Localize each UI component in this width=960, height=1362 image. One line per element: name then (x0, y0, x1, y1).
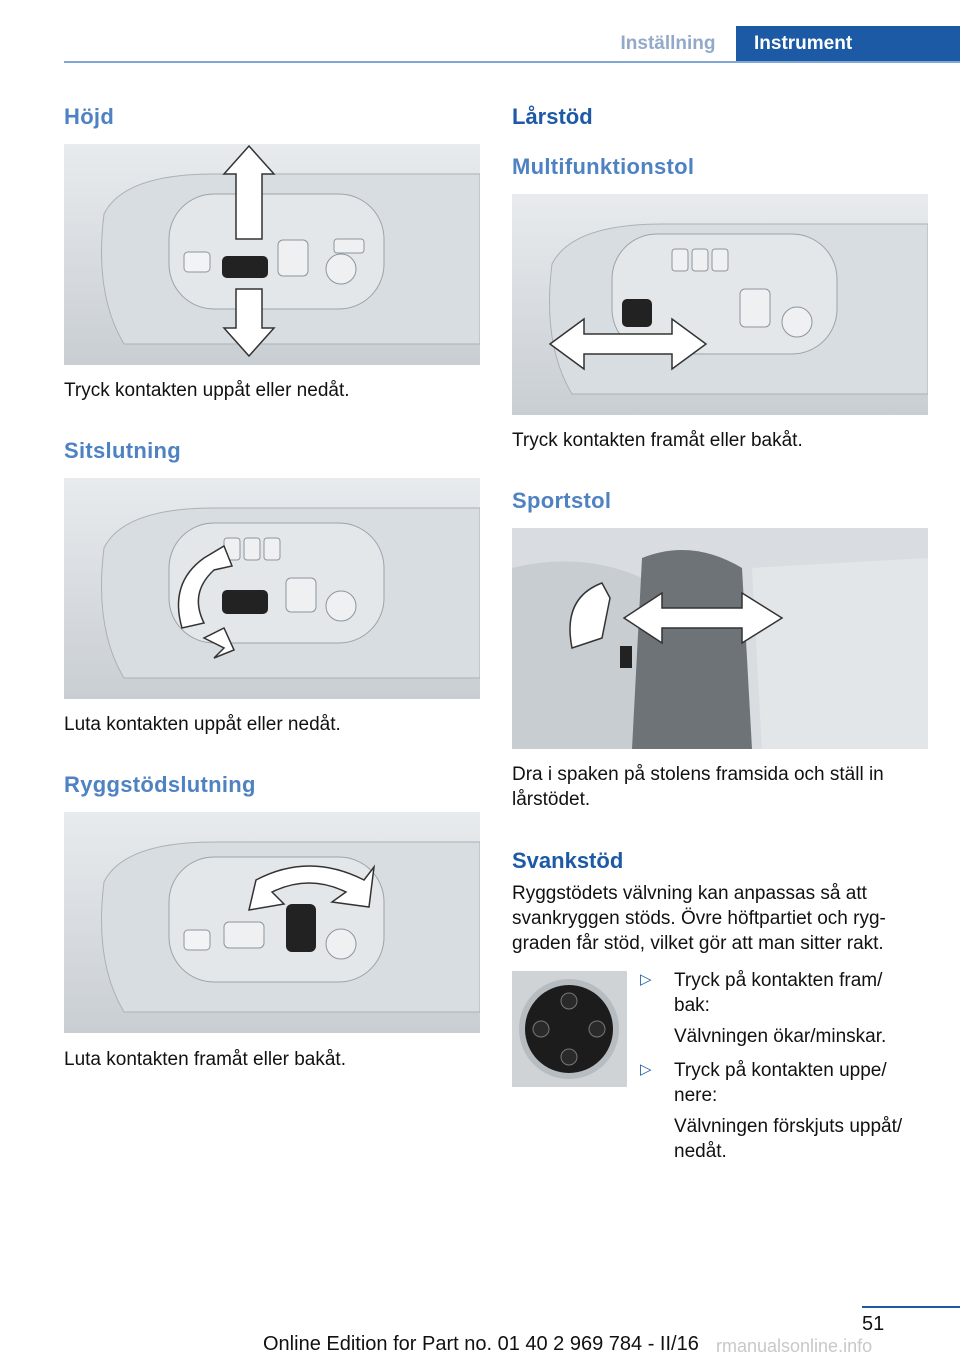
caption-ryggstodslutning: Luta kontakten framåt eller bakåt. (64, 1049, 346, 1070)
caption-sitslutning: Luta kontakten uppåt eller nedåt. (64, 714, 341, 735)
svankstod-text-1: Ryggstödets välvning kan anpassas så att (512, 883, 867, 904)
bullet-1-line-2: bak: (674, 995, 710, 1016)
caption-hojd: Tryck kontakten uppåt eller nedåt. (64, 380, 350, 401)
image-seat-tilt (64, 478, 480, 699)
svankstod-text-2: svankryggen stöds. Övre höftpartiet och … (512, 908, 886, 929)
footer-divider (862, 1306, 960, 1308)
caption-multifunktionstol: Tryck kontakten framåt eller bakåt. (512, 430, 803, 451)
image-backrest-tilt (64, 812, 480, 1033)
bullet-arrow-icon: ▷ (640, 971, 652, 988)
watermark: rmanualsonline.info (716, 1336, 873, 1356)
bullet-2-line-2: nere: (674, 1085, 718, 1106)
page-number: 51 (862, 1313, 885, 1335)
tab-installning[interactable]: Inställning (620, 33, 716, 54)
bullet-arrow-icon: ▷ (640, 1061, 652, 1078)
heading-multifunktionstol: Multifunktionstol (512, 154, 695, 179)
image-lumbar-switch (512, 971, 627, 1087)
bullet-2-line-1: Tryck på kontakten uppe/ (674, 1060, 887, 1081)
svankstod-text-3: graden får stöd, vilket gör att man sitt… (512, 933, 884, 954)
caption-sportstol-2: lårstödet. (512, 789, 591, 810)
heading-larstod: Lårstöd (512, 104, 593, 129)
image-seat-height (64, 144, 480, 365)
bullet-2-result-2: nedåt. (674, 1141, 727, 1162)
bullet-1-result: Välvningen ökar/minskar. (674, 1026, 887, 1047)
bullet-1-line-1: Tryck på kontakten fram/ (674, 970, 883, 991)
tab-instrument[interactable]: Instrument (736, 26, 960, 62)
image-sport-seat (512, 528, 928, 749)
edition-text: Online Edition for Part no. 01 40 2 969 … (263, 1333, 699, 1355)
header-divider (64, 61, 960, 63)
caption-sportstol-1: Dra i spaken på stolens framsida och stä… (512, 764, 884, 785)
image-multifunction-seat (512, 194, 928, 415)
heading-svankstod: Svankstöd (512, 848, 624, 873)
heading-sportstol: Sportstol (512, 488, 612, 513)
bullet-2-result-1: Välvningen förskjuts uppåt/ (674, 1116, 903, 1137)
heading-sitslutning: Sitslutning (64, 438, 181, 463)
heading-ryggstodslutning: Ryggstödslutning (64, 772, 256, 797)
heading-hojd: Höjd (64, 104, 115, 129)
